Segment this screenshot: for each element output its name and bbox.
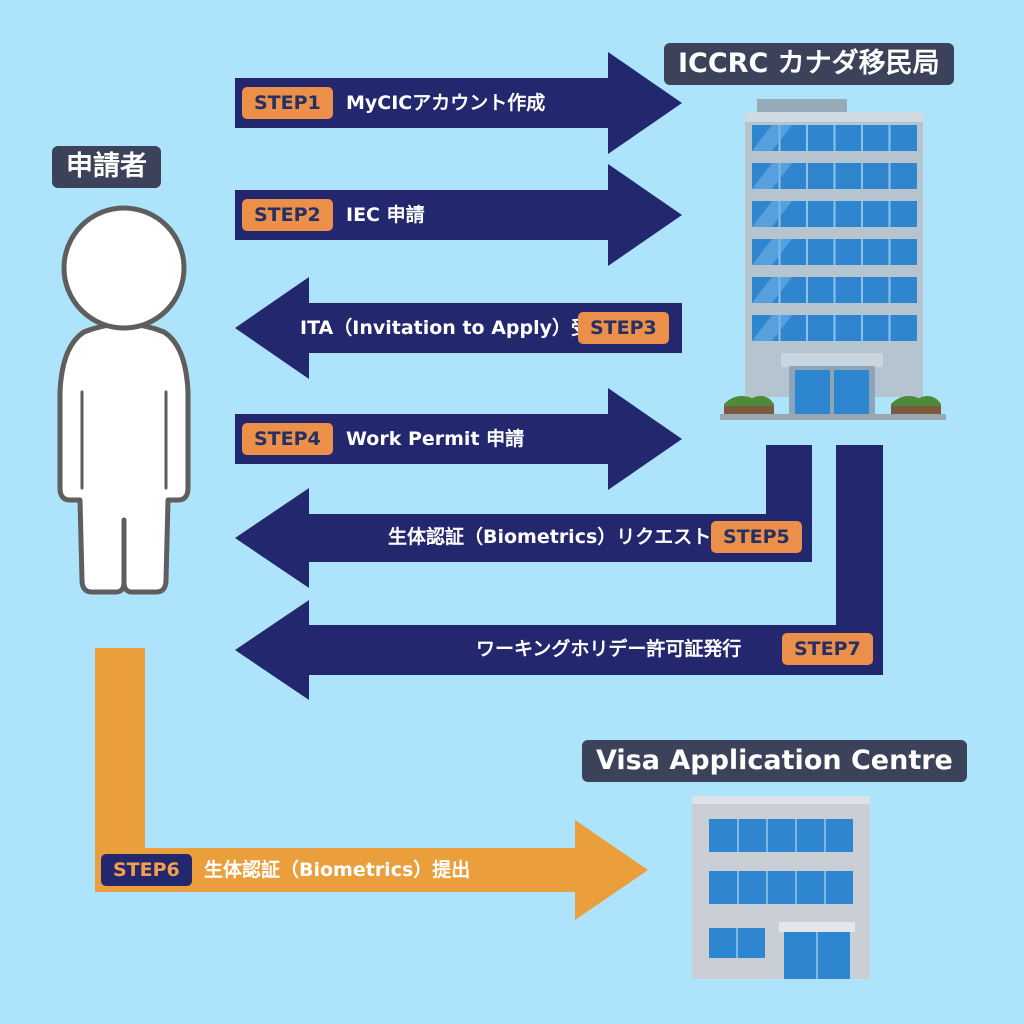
arrow-step7: [235, 445, 883, 700]
step6-label: 生体認証（Biometrics）提出: [204, 859, 471, 881]
applicant-title: 申請者: [52, 146, 161, 188]
step4-label: Work Permit 申請: [346, 428, 525, 450]
step2-label: IEC 申請: [346, 204, 425, 226]
arrow-step2: [235, 164, 682, 266]
step5-badge: STEP5: [711, 521, 802, 553]
arrow-step3: [235, 277, 682, 379]
step1-label: MyCICアカウント作成: [346, 92, 546, 114]
office-building-icon: [692, 796, 870, 979]
arrow-step1: [235, 52, 682, 154]
vac-title: Visa Application Centre: [582, 740, 967, 782]
arrow-step6: [95, 648, 648, 920]
person-icon: [57, 205, 191, 595]
step3-label: ITA（Invitation to Apply）受領: [300, 317, 610, 339]
arrow-step5: [235, 445, 812, 588]
office-tower-icon: [720, 99, 946, 420]
step6-badge: STEP6: [101, 854, 192, 886]
step7-label: ワーキングホリデー許可証発行: [476, 638, 742, 660]
step2-badge: STEP2: [242, 199, 333, 231]
iccrc-title: ICCRC カナダ移民局: [664, 43, 954, 85]
step1-badge: STEP1: [242, 87, 333, 119]
arrow-step4: [235, 388, 682, 490]
step3-badge: STEP3: [578, 312, 669, 344]
step4-badge: STEP4: [242, 423, 333, 455]
step7-badge: STEP7: [782, 633, 873, 665]
step5-label: 生体認証（Biometrics）リクエスト: [388, 526, 712, 548]
